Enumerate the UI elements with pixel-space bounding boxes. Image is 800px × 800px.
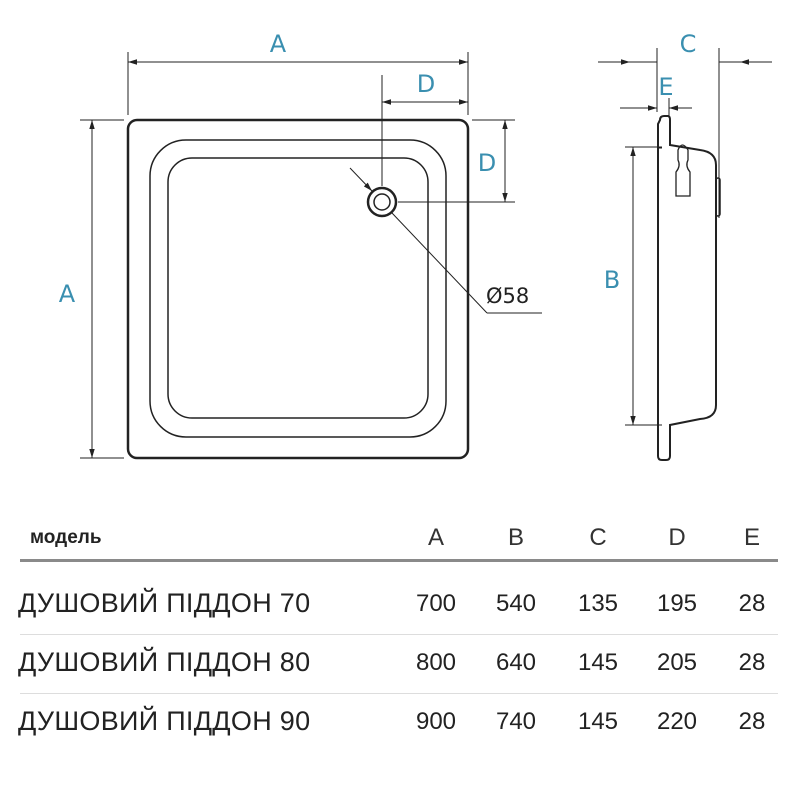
value-c: 145 xyxy=(577,649,619,676)
value-b: 640 xyxy=(495,649,537,676)
dim-label-d-top: D xyxy=(417,70,435,98)
value-e: 28 xyxy=(738,708,766,735)
value-a: 900 xyxy=(415,708,457,735)
value-a: 800 xyxy=(415,649,457,676)
tray-outer-edge xyxy=(126,118,470,460)
value-a: 700 xyxy=(415,590,457,617)
value-b: 540 xyxy=(495,590,537,617)
tray-profile xyxy=(657,115,717,461)
mounting-hook-icon xyxy=(675,144,691,197)
top-view xyxy=(80,52,542,460)
column-header-c: C xyxy=(589,524,607,551)
technical-drawing: A A D D Ø58 C E B xyxy=(59,30,772,461)
dim-label-a-left: A xyxy=(59,280,76,308)
row-divider xyxy=(20,634,778,635)
model-name: ДУШОВИЙ ПІДДОН 90 xyxy=(18,706,311,736)
side-bracket xyxy=(715,177,721,217)
value-d: 195 xyxy=(656,590,698,617)
column-header-b: B xyxy=(507,524,525,551)
model-name: ДУШОВИЙ ПІДДОН 70 xyxy=(18,588,311,618)
dim-label-b: B xyxy=(604,266,620,294)
row-divider xyxy=(20,693,778,694)
value-c: 145 xyxy=(577,708,619,735)
dim-label-d-right: D xyxy=(478,149,496,177)
model-name: ДУШОВИЙ ПІДДОН 80 xyxy=(18,647,311,677)
header-divider xyxy=(20,559,778,562)
tray-inner-rim xyxy=(149,139,447,438)
dim-label-a-top: A xyxy=(270,30,287,58)
dim-label-e: E xyxy=(658,73,673,101)
drain-diameter-label: Ø58 xyxy=(486,284,529,308)
drain-icon xyxy=(366,186,398,218)
dim-label-c: C xyxy=(680,30,697,58)
column-header-e: E xyxy=(743,524,761,551)
side-view xyxy=(598,48,772,461)
column-header-a: A xyxy=(427,524,445,551)
value-d: 205 xyxy=(656,649,698,676)
value-c: 135 xyxy=(577,590,619,617)
value-e: 28 xyxy=(738,590,766,617)
column-header-model: модель xyxy=(30,527,102,548)
tray-bottom xyxy=(167,157,429,419)
value-e: 28 xyxy=(738,649,766,676)
value-b: 740 xyxy=(495,708,537,735)
value-d: 220 xyxy=(656,708,698,735)
column-header-d: D xyxy=(668,524,686,551)
